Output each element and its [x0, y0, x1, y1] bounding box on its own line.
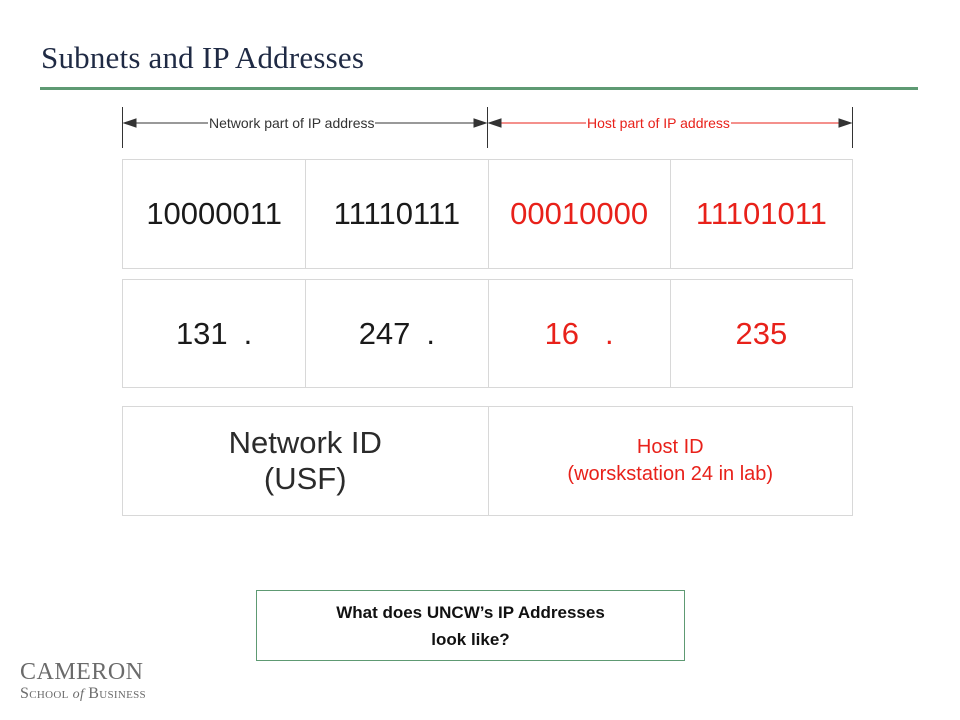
decimal-octet-value: 16	[544, 315, 580, 351]
question-callout: What does UNCW’s IP Addresses look like?	[256, 590, 685, 661]
title-divider	[40, 87, 918, 90]
network-id-owner: (USF)	[263, 461, 347, 496]
logo-school-rest: chool	[29, 689, 69, 701]
decimal-octet-value: 131	[175, 315, 228, 351]
binary-octet-1: 10000011	[146, 196, 282, 231]
octet-separator: .	[605, 315, 614, 351]
network-arrow-right	[473, 118, 488, 128]
decimal-octet-value: 247	[358, 315, 411, 351]
dimension-lines	[122, 107, 853, 148]
binary-octet-2: 11110111	[305, 160, 487, 268]
slide-title: Subnets and IP Addresses	[41, 40, 365, 75]
decimal-octet-1: 131.	[123, 280, 305, 387]
id-row: Network ID (USF) Host ID (worskstation 2…	[122, 406, 853, 516]
host-id-title: Host ID	[636, 436, 704, 458]
binary-octet-3: 00010000	[487, 160, 670, 268]
network-id-title: Network ID	[228, 425, 382, 460]
decimal-octet-4: 235	[669, 280, 852, 387]
question-line-2: look like?	[431, 629, 510, 649]
host-part-label: Host part of IP address	[586, 114, 731, 132]
octet-separator: .	[243, 315, 253, 351]
logo-of: of	[72, 687, 85, 702]
binary-octets-row: 10000011 11110111 00010000 11101011	[122, 159, 853, 269]
logo-subtitle: School of Business	[20, 685, 146, 704]
network-part-label: Network part of IP address	[208, 114, 376, 132]
host-arrow-right	[838, 118, 853, 128]
decimal-octet-3: 16.	[487, 280, 670, 387]
logo-business-initial: B	[88, 685, 100, 702]
decimal-octet-2: 247.	[305, 280, 487, 387]
question-line-1: What does UNCW’s IP Addresses	[336, 602, 605, 622]
binary-octet-4: 11101011	[669, 160, 852, 268]
host-id-cell: Host ID (worskstation 24 in lab)	[487, 407, 853, 515]
host-arrow-left	[487, 118, 502, 128]
octet-separator: .	[426, 315, 436, 351]
logo-school-initial: S	[20, 685, 30, 702]
logo-business-rest: usiness	[99, 689, 146, 701]
network-arrow-left	[122, 118, 137, 128]
network-id-cell: Network ID (USF)	[123, 407, 488, 515]
decimal-octets-row: 131. 247. 16. 235	[122, 279, 853, 388]
host-id-description: (worskstation 24 in lab)	[567, 463, 774, 485]
cameron-logo: CAMERON School of Business	[20, 659, 146, 704]
decimal-octet-value: 235	[735, 315, 788, 351]
logo-wordmark: CAMERON	[20, 659, 144, 685]
